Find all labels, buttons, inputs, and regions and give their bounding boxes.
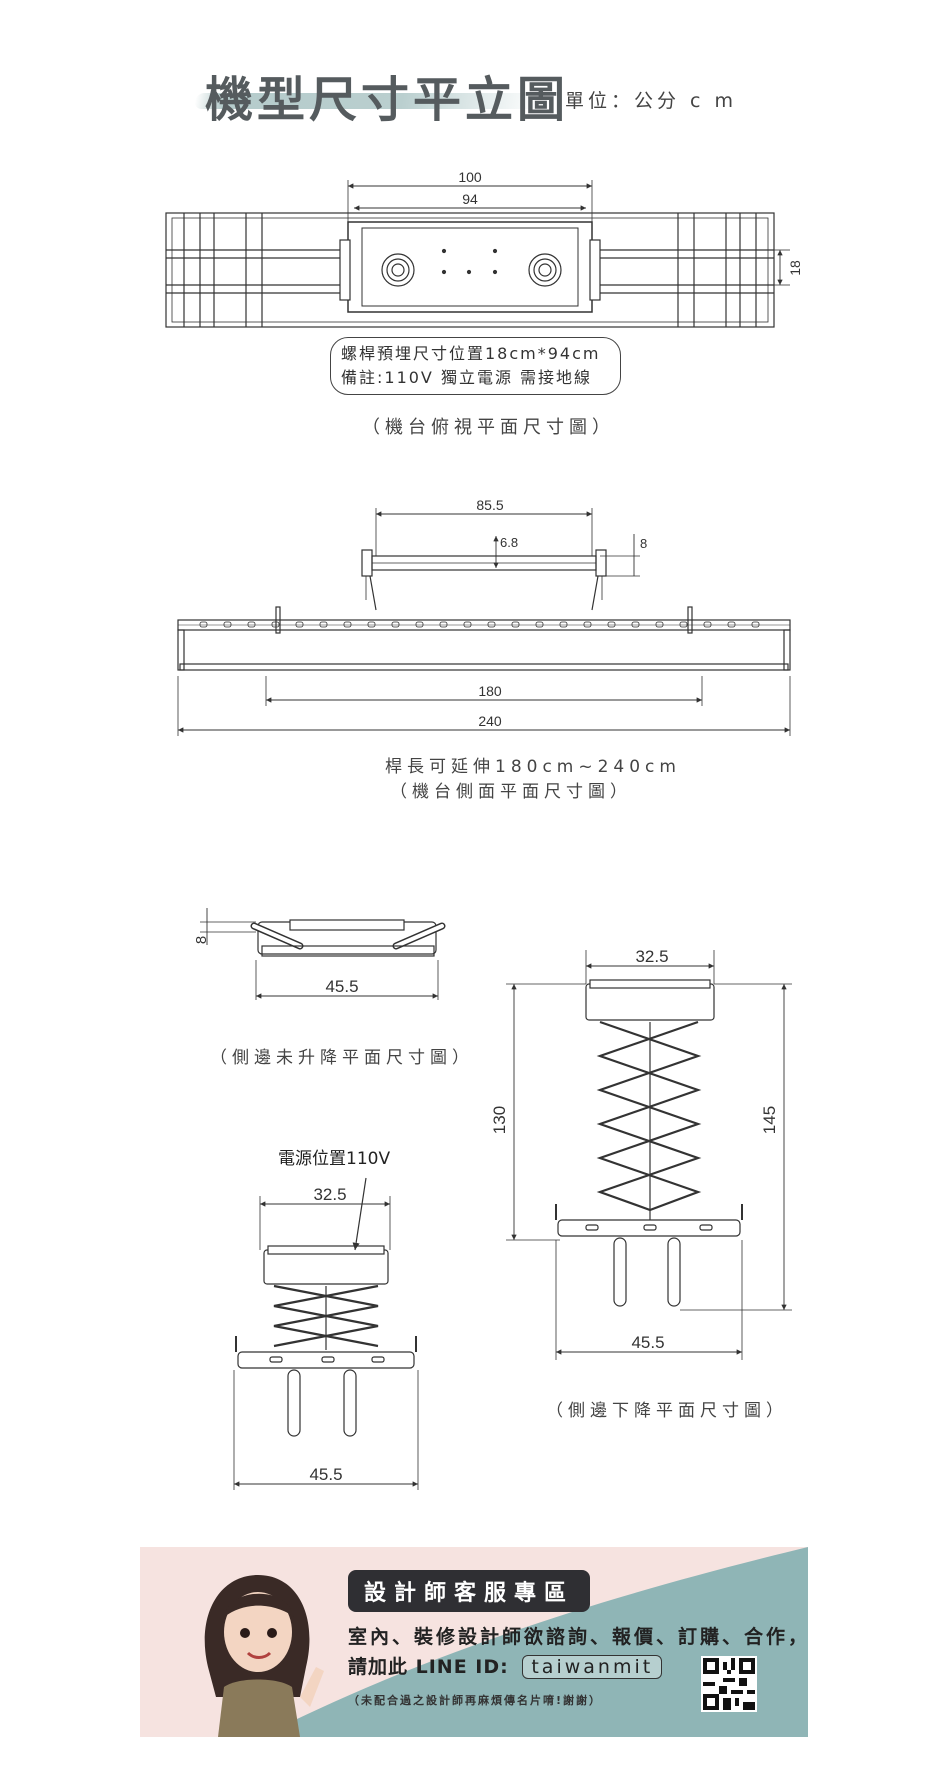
down-dim-32-5: 32.5 — [635, 947, 668, 966]
rail-hole — [343, 621, 352, 628]
side-dim-85-5: 85.5 — [476, 497, 503, 513]
side-rail-holes — [199, 621, 760, 628]
rail-hole — [751, 621, 760, 628]
side-down-drawing — [506, 950, 792, 1360]
mid-dim-32-5: 32.5 — [313, 1185, 346, 1204]
top-view-caption: （機台俯視平面尺寸圖） — [362, 417, 615, 438]
rail-hole — [703, 621, 712, 628]
side-mid-drawing — [233, 1177, 419, 1490]
down-dim-145: 145 — [760, 1106, 779, 1134]
side-dim-6-8: 6.8 — [500, 535, 518, 550]
top-dim-100: 100 — [458, 169, 482, 185]
mid-dim-45-5: 45.5 — [309, 1465, 342, 1484]
up-dim-8: 8 — [193, 936, 210, 944]
rail-hole — [631, 621, 640, 628]
rail-hole — [367, 621, 376, 628]
rail-hole — [463, 621, 472, 628]
line-qr-code-icon[interactable] — [701, 1656, 757, 1712]
rail-hole — [439, 621, 448, 628]
rail-hole — [199, 621, 208, 628]
page-title: 機型尺寸平立圖 — [205, 72, 570, 128]
dimension-drawings: 100 94 18 85.5 6.8 8 180 240 — [165, 169, 803, 1490]
banner-background — [260, 1547, 808, 1737]
rail-hole — [487, 621, 496, 628]
rail-hole — [223, 621, 232, 628]
rail-hole — [583, 621, 592, 628]
rail-hole — [247, 621, 256, 628]
banner-footnote: （未配合過之設計師再麻煩傳名片唷!謝謝） — [348, 1694, 603, 1707]
banner-title: 設計師客服專區 — [348, 1570, 591, 1612]
side-down-caption: （側邊下降平面尺寸圖） — [546, 1401, 788, 1421]
rail-hole — [391, 621, 400, 628]
rail-hole — [607, 621, 616, 628]
top-dim-18: 18 — [787, 260, 803, 276]
rail-hole — [535, 621, 544, 628]
rail-hole — [727, 621, 736, 628]
side-dim-240: 240 — [478, 713, 502, 729]
rail-hole — [319, 621, 328, 628]
install-note-line1: 螺桿預埋尺寸位置18cm*94cm — [341, 344, 601, 363]
up-dim-45-5: 45.5 — [325, 977, 358, 996]
qr-pattern — [703, 1658, 755, 1710]
install-note-line2: 備註:110V 獨立電源 需接地線 — [341, 368, 593, 387]
rail-hole — [511, 621, 520, 628]
designer-avatar — [204, 1575, 324, 1737]
down-dim-130: 130 — [490, 1106, 509, 1134]
top-view-drawing — [165, 180, 790, 328]
top-dim-94: 94 — [462, 191, 478, 207]
rail-hole — [679, 621, 688, 628]
side-up-caption: （側邊未升降平面尺寸圖） — [210, 1048, 474, 1068]
down-dim-45-5: 45.5 — [631, 1333, 664, 1352]
side-up-drawing — [200, 908, 446, 1000]
rail-hole — [559, 621, 568, 628]
rail-hole — [271, 621, 280, 628]
side-dim-8: 8 — [640, 536, 647, 551]
side-view-caption-line2: （機台側面平面尺寸圖） — [390, 782, 632, 802]
rail-hole — [295, 621, 304, 628]
side-view-caption-line1: 桿長可延伸180cm~240cm — [385, 757, 681, 777]
unit-label: 單位：公分 c m — [565, 90, 738, 112]
rail-hole — [415, 621, 424, 628]
rail-hole — [655, 621, 664, 628]
line-id-badge[interactable]: taiwanmit — [522, 1655, 663, 1679]
side-view-drawing — [177, 508, 791, 736]
power-position-label: 電源位置110V — [278, 1149, 391, 1169]
banner-line2: 請加此 LINE ID: taiwanmit — [348, 1652, 663, 1679]
banner-line1: 室內、裝修設計師欲諮詢、報價、訂購、合作， — [348, 1626, 811, 1648]
side-dim-180: 180 — [478, 683, 502, 699]
banner-line-prefix: 請加此 LINE ID: — [348, 1656, 509, 1678]
install-note-box: 螺桿預埋尺寸位置18cm*94cm 備註:110V 獨立電源 需接地線 — [330, 337, 621, 395]
